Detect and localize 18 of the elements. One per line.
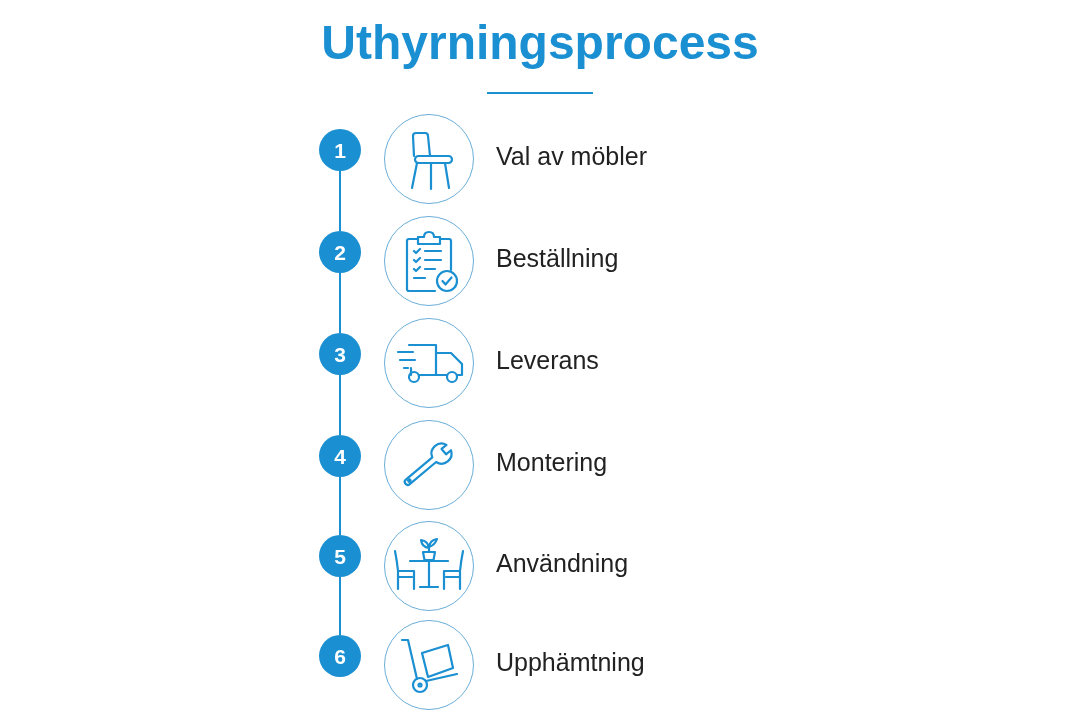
step-label: Användning <box>496 548 629 578</box>
step-number-badge: 1 <box>319 129 361 171</box>
step-label: Val av möbler <box>496 141 647 171</box>
step-label: Beställning <box>496 243 619 273</box>
step-label: Montering <box>496 447 608 477</box>
connector-line <box>339 170 341 232</box>
step-number-badge: 2 <box>319 231 361 273</box>
connector-line <box>339 374 341 436</box>
connector-line <box>339 476 341 536</box>
step-label: Leverans <box>496 345 599 375</box>
step-number-badge: 3 <box>319 333 361 375</box>
connector-line <box>339 576 341 636</box>
connector-line <box>339 272 341 334</box>
step-number-badge: 5 <box>319 535 361 577</box>
step-label: Upphämtning <box>496 647 645 677</box>
step-number-badge: 4 <box>319 435 361 477</box>
diagram-title: Uthyrningsprocess <box>321 15 759 71</box>
step-number-badge: 6 <box>319 635 361 677</box>
